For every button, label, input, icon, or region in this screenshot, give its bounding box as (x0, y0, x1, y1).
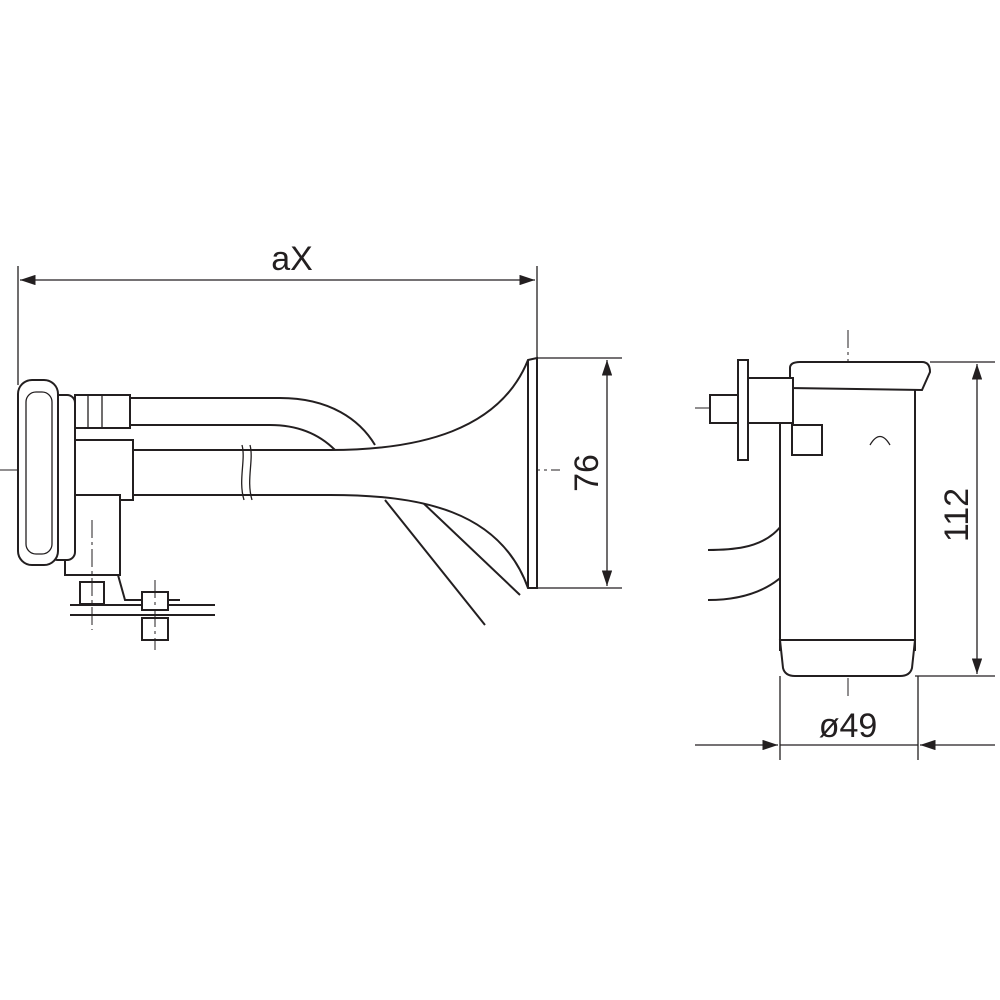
bell-diameter-label: 76 (568, 454, 606, 492)
nut (709, 394, 739, 424)
compressor-cap (789, 361, 932, 392)
length-label: aX (271, 240, 313, 278)
air-pipe (95, 397, 376, 446)
height-label: 112 (938, 488, 976, 542)
diameter-label: ø49 (819, 707, 878, 745)
pipe-fitting (791, 424, 823, 456)
end-cap-inner (25, 391, 53, 555)
front-view (695, 330, 995, 760)
lower-pipe (384, 499, 486, 626)
bolt-head (869, 435, 891, 446)
break-marks (241, 444, 253, 501)
mounting-plate (737, 359, 749, 461)
bracket (747, 377, 794, 424)
lower-pipe-edge (419, 499, 521, 596)
side-view (0, 266, 622, 650)
air-pipe-inner (95, 424, 336, 451)
compressor-base (778, 639, 917, 677)
end-cap (17, 379, 59, 566)
